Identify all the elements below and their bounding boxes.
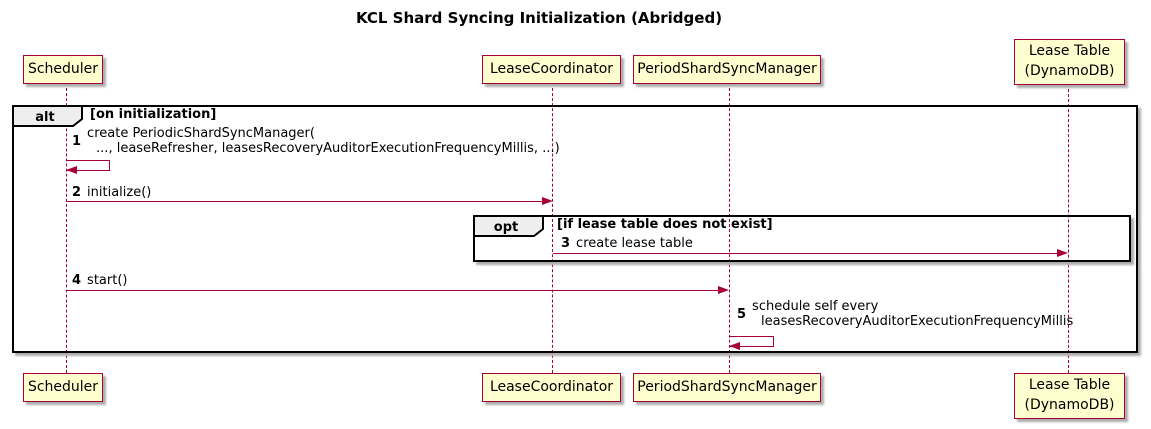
message-2-number: 2 [72,185,82,200]
participant-scheduler-top: Scheduler [23,55,103,84]
message-4-text: start() [87,273,128,288]
message-5-text-line1: schedule self every [752,299,879,314]
message-5-self-arrow [729,336,774,347]
diagram-title: KCL Shard Syncing Initialization (Abridg… [355,9,723,27]
participant-periodshardsyncmanager-bottom: PeriodShardSyncManager [633,373,821,402]
participant-periodshardsyncmanager-top: PeriodShardSyncManager [633,55,821,84]
message-2-text: initialize() [87,185,152,200]
participant-label: LeaseCoordinator [489,60,614,77]
participant-leasetable-top: Lease Table (DynamoDB) [1014,39,1125,85]
message-5-number: 5 [737,306,747,322]
message-3-arrowhead-icon [1057,249,1068,257]
message-1-number: 1 [72,133,82,149]
message-1-text-line1: create PeriodicShardSyncManager( [87,126,315,141]
opt-frame [473,215,1131,262]
message-2-arrow-line [66,201,544,202]
lifeline-scheduler [66,83,67,373]
participant-label: Scheduler [27,378,99,395]
message-5-arrowhead-icon [729,342,740,350]
participant-leasecoordinator-top: LeaseCoordinator [482,55,621,84]
opt-guard-label: [if lease table does not exist] [557,217,773,232]
participant-leasetable-bottom: Lease Table (DynamoDB) [1014,373,1125,419]
alt-operator-label: alt [35,110,54,125]
message-3-text: create lease table [576,236,693,251]
participant-sublabel: (DynamoDB) [1024,397,1115,413]
message-4-number: 4 [72,273,82,288]
message-4-label: 4 start() [72,273,127,288]
message-1-text-line2: ..., leaseRefresher, leasesRecoveryAudit… [96,141,560,156]
participant-label: Scheduler [27,60,99,77]
alt-guard-label: [on initialization] [90,107,217,122]
message-1-label: 1 create PeriodicShardSyncManager( ..., … [72,126,560,156]
message-3-arrow-line [553,253,1058,254]
participant-label: PeriodShardSyncManager [637,60,817,77]
lifeline-leasetable [1068,84,1069,373]
participant-label: PeriodShardSyncManager [637,378,817,395]
message-2-arrowhead-icon [542,197,553,205]
message-3-label: 3 create lease table [561,236,693,251]
participant-label: Lease Table [1028,43,1111,60]
participant-sublabel: (DynamoDB) [1024,63,1115,79]
message-5-label: 5 schedule self every leasesRecoveryAudi… [737,299,1073,329]
participant-scheduler-bottom: Scheduler [23,373,103,402]
lifeline-periodshardsyncmanager [729,83,730,373]
message-4-arrowhead-icon [718,286,729,294]
opt-operator-label: opt [494,220,518,235]
lifeline-leasecoordinator [552,83,553,373]
participant-label: Lease Table [1028,377,1111,394]
alt-operator-pentagon: alt [12,105,83,127]
message-3-number: 3 [561,236,571,251]
message-2-label: 2 initialize() [72,185,151,200]
message-1-self-arrow [66,160,110,171]
message-1-arrowhead-icon [66,166,77,174]
message-4-arrow-line [66,290,719,291]
message-5-text-line2: leasesRecoveryAuditorExecutionFrequencyM… [761,314,1074,329]
participant-label: LeaseCoordinator [489,378,614,395]
opt-operator-pentagon: opt [473,215,544,237]
participant-leasecoordinator-bottom: LeaseCoordinator [482,373,621,402]
alt-frame [12,105,1138,353]
